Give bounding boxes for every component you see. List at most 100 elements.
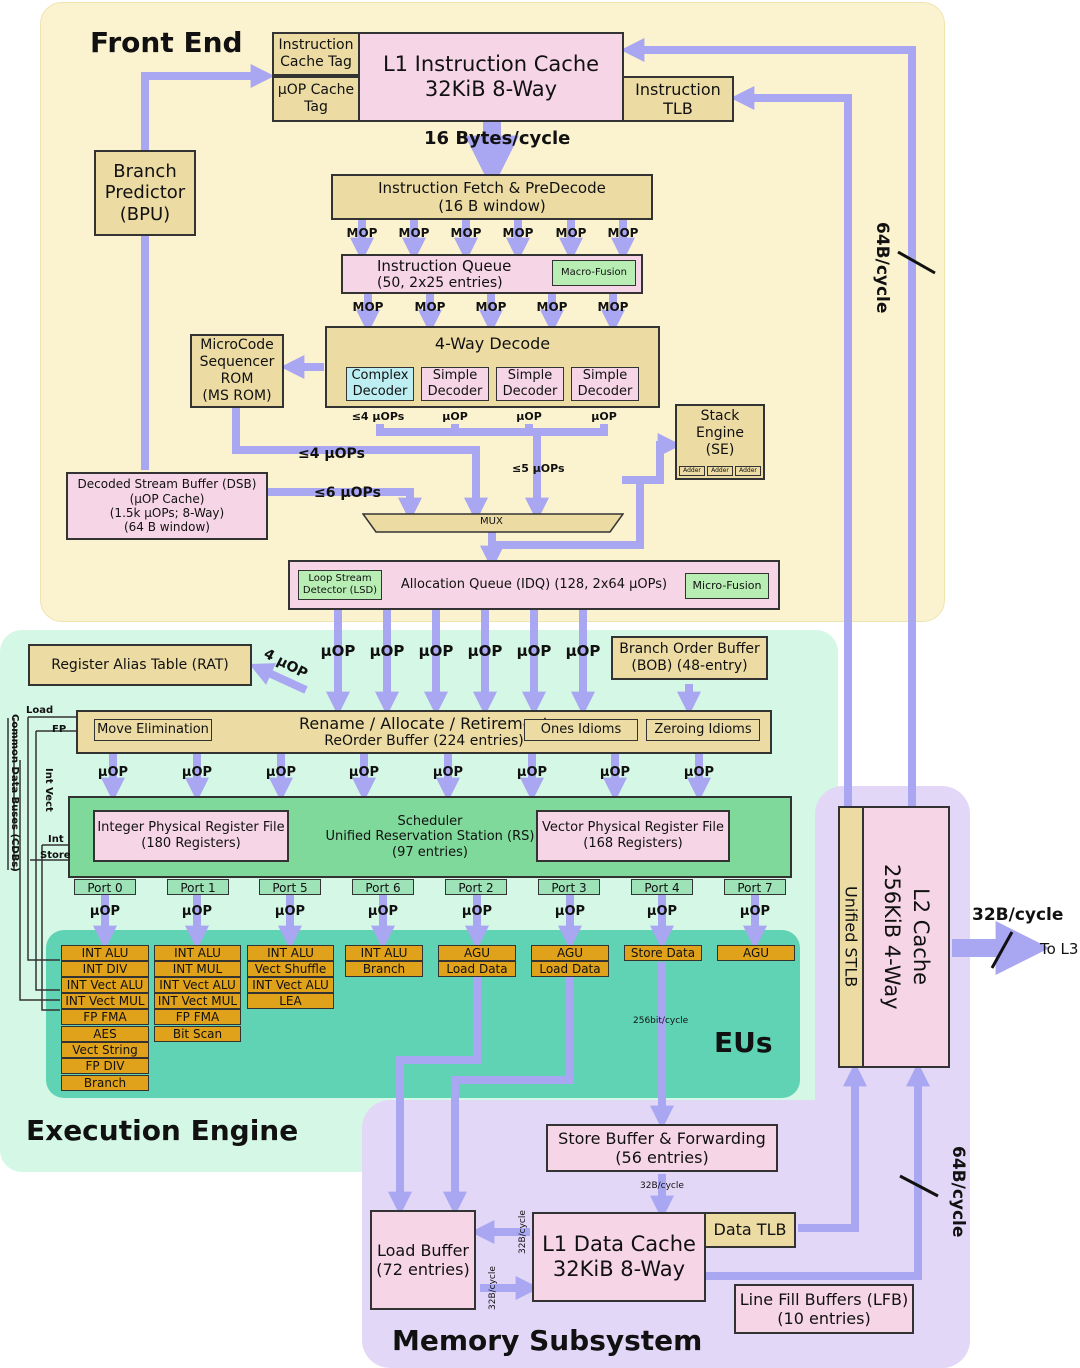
adder: Adder <box>735 466 761 476</box>
uop-label: µOP <box>181 904 213 919</box>
uop-label: µOP <box>181 765 213 780</box>
port-5: Port 5 <box>259 879 321 895</box>
adder: Adder <box>679 466 705 476</box>
mop-label: MOP <box>597 300 629 314</box>
l1d-to-load-buffer-rate: 32B/cycle <box>518 1210 528 1254</box>
uop-label: µOP <box>516 642 552 660</box>
eu-port1: Bit Scan <box>154 1026 241 1042</box>
uop-label: µOP <box>320 642 356 660</box>
to-l3-label: To L3 <box>1040 940 1079 958</box>
simple-decoder: Simple Decoder <box>496 367 564 401</box>
uop-label: µOP <box>274 904 306 919</box>
cdb-fp-label: FP <box>52 724 67 735</box>
mop-label: MOP <box>536 300 568 314</box>
l2-to-frontend-rate: 64B/cycle <box>872 222 892 314</box>
branch-predictor: Branch Predictor (BPU) <box>94 150 196 236</box>
eu-port1: INT Vect MUL <box>154 993 241 1009</box>
loop-stream-detector: Loop Stream Detector (LSD) <box>298 570 382 600</box>
eu-port1: INT Vect ALU <box>154 977 241 993</box>
mop-label: MOP <box>450 226 482 240</box>
uop-cache-tag: µOP Cache Tag <box>272 76 360 122</box>
complex-decoder-output-label: ≤4 µOPs <box>351 410 405 423</box>
dsb-rate-label: ≤6 µOPs <box>314 485 381 501</box>
eu-port2: AGU <box>438 945 516 961</box>
macro-fusion: Macro-Fusion <box>552 260 636 286</box>
l2-to-memory-rate: 64B/cycle <box>948 1146 968 1238</box>
store-data-rate: 256bit/cycle <box>633 1016 689 1026</box>
memory-subsystem-title: Memory Subsystem <box>392 1324 703 1357</box>
port-2: Port 2 <box>445 879 507 895</box>
eu-port3: Load Data <box>531 961 609 977</box>
eu-port5: INT ALU <box>247 945 334 961</box>
branch-order-buffer: Branch Order Buffer (BOB) (48-entry) <box>611 636 768 680</box>
port-3: Port 3 <box>538 879 600 895</box>
uop-label: µOP <box>348 765 380 780</box>
port-6: Port 6 <box>352 879 414 895</box>
mop-label: MOP <box>607 226 639 240</box>
zeroing-idioms: Zeroing Idioms <box>646 719 760 741</box>
store-buffer-rate: 32B/cycle <box>640 1181 684 1191</box>
eu-port5: Vect Shuffle <box>247 961 334 977</box>
complex-decoder: Complex Decoder <box>346 367 414 401</box>
front-end-title: Front End <box>90 26 243 59</box>
eu-port7: AGU <box>717 945 795 961</box>
uop-label: µOP <box>89 904 121 919</box>
fetch-rate-label: 16 Bytes/cycle <box>424 128 571 149</box>
port-1: Port 1 <box>167 879 229 895</box>
uop-label: µOP <box>516 765 548 780</box>
integer-physical-register-file: Integer Physical Register File (180 Regi… <box>93 810 289 862</box>
uop-label: µOP <box>265 765 297 780</box>
mux-label: MUX <box>480 516 503 527</box>
simple-decoder: Simple Decoder <box>571 367 639 401</box>
uop-label: µOP <box>565 642 601 660</box>
eu-port0: Branch <box>61 1075 149 1091</box>
eu-port0: INT Vect ALU <box>61 977 149 993</box>
l3-rate-label: 32B/cycle <box>972 905 1064 925</box>
eu-port1: INT ALU <box>154 945 241 961</box>
uop-label: µOP <box>516 410 542 423</box>
cdb-int-vect-label: Int Vect <box>43 768 54 812</box>
instruction-tlb: Instruction TLB <box>622 76 734 122</box>
uop-label: µOP <box>467 642 503 660</box>
uop-label: µOP <box>432 765 464 780</box>
cdb-store-label: Store <box>40 850 71 861</box>
mux <box>362 513 624 533</box>
data-tlb: Data TLB <box>704 1212 796 1248</box>
register-alias-table: Register Alias Table (RAT) <box>28 644 252 686</box>
mop-label: MOP <box>555 226 587 240</box>
mop-label: MOP <box>414 300 446 314</box>
uop-label: µOP <box>418 642 454 660</box>
uop-label: µOP <box>554 904 586 919</box>
line-fill-buffers: Line Fill Buffers (LFB) (10 entries) <box>734 1284 914 1334</box>
decoded-stream-buffer: Decoded Stream Buffer (DSB) (µOP Cache) … <box>66 472 268 540</box>
uop-label: µOP <box>646 904 678 919</box>
load-buffer-to-l1d-rate: 32B/cycle <box>488 1266 498 1310</box>
eu-port0: INT ALU <box>61 945 149 961</box>
eus-title: EUs <box>714 1026 773 1059</box>
load-buffer: Load Buffer (72 entries) <box>370 1210 476 1310</box>
instruction-fetch-predecode: Instruction Fetch & PreDecode(16 B windo… <box>331 174 653 220</box>
eu-port1: INT MUL <box>154 961 241 977</box>
execution-engine-title: Execution Engine <box>26 1114 299 1147</box>
eu-port0: Vect String <box>61 1042 149 1058</box>
eu-port3: AGU <box>531 945 609 961</box>
mop-label: MOP <box>398 226 430 240</box>
eu-port5: INT Vect ALU <box>247 977 334 993</box>
port-0: Port 0 <box>74 879 136 895</box>
adder: Adder <box>707 466 733 476</box>
mop-label: MOP <box>475 300 507 314</box>
uop-label: µOP <box>442 410 468 423</box>
l2-cache: L2 Cache 256KiB 4-Way <box>862 806 950 1068</box>
port-7: Port 7 <box>724 879 786 895</box>
eu-port6: INT ALU <box>345 945 423 961</box>
uop-label: µOP <box>683 765 715 780</box>
cdb-int-label: Int <box>48 834 64 845</box>
mop-label: MOP <box>346 226 378 240</box>
uop-label: µOP <box>599 765 631 780</box>
port-4: Port 4 <box>631 879 693 895</box>
uop-label: µOP <box>591 410 617 423</box>
ms-rom-rate-label: ≤4 µOPs <box>298 446 365 462</box>
unified-stlb: Unified STLB <box>838 806 864 1068</box>
